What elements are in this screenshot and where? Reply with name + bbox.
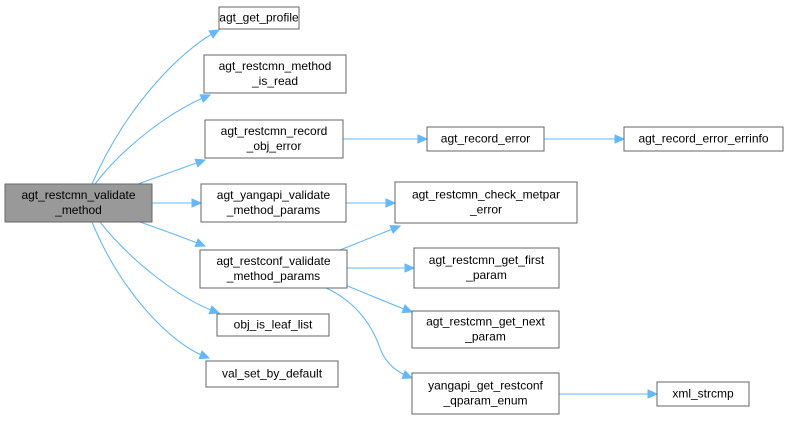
edge-root-to-get-profile [91,29,220,185]
node-label-line: agt_restcmn_get_next [426,315,545,329]
node-box [205,360,339,388]
node-label-line: agt_restcmn_validate [21,188,135,202]
nodes-layer: agt_restcmn_validate_method agt_get_profi… [4,6,784,415]
arrowhead-restconf-validate-to-check-metpar-error [389,225,402,234]
node-label-line: _method [54,203,102,217]
arrowhead-root-to-restconf-validate [194,238,207,247]
edge-root-to-method-is-read [94,94,211,185]
node-label-line: val_set_by_default [222,367,323,381]
node-label-line: _method_params [226,203,320,217]
arrowhead-root-to-method-is-read [199,94,212,104]
arrowhead-root-to-val-set-by-default [198,350,211,360]
edge-root-to-record-obj-error [137,159,206,185]
node-label-line: _qparam_enum [442,394,527,408]
node-label-line: _is_read [251,74,298,88]
node-box [203,54,347,94]
arrowhead-yangapi-validate-to-check-metpar-error [385,198,397,208]
arrowhead-root-to-record-obj-error [194,158,207,168]
node-restconf-validate[interactable]: agt_restconf_validate_method_params [199,249,348,289]
node-label-line: agt_restconf_validate [216,254,330,268]
node-box [4,183,153,223]
node-label-line: _param [464,330,506,344]
edge-restconf-validate-to-get-restconf-qparam-enum [325,287,413,379]
node-box [216,313,330,337]
node-record-obj-error[interactable]: agt_restcmn_record_obj_error [204,119,344,159]
node-get-next-param[interactable]: agt_restcmn_get_next_param [411,310,560,349]
node-label-line: obj_is_leaf_list [234,318,313,332]
arrowhead-restconf-validate-to-get-restconf-qparam-enum [401,370,414,379]
edge-restconf-validate-to-check-metpar-error [339,225,401,251]
node-val-set-by-default[interactable]: val_set_by_default [205,360,339,388]
node-record-error[interactable]: agt_record_error [426,126,545,152]
node-get-restconf-qparam-enum[interactable]: yangapi_get_restconf_qparam_enum [411,372,560,415]
node-get-profile[interactable]: agt_get_profile [218,6,300,30]
node-label-line: _obj_error [246,139,302,153]
node-label-line: agt_restcmn_record [221,124,328,138]
node-label-line: agt_yangapi_validate [217,188,331,202]
node-check-metpar-error[interactable]: agt_restcmn_check_metpar_error [394,181,578,224]
node-get-first-param[interactable]: agt_restcmn_get_first_param [413,247,560,289]
node-label-line: agt_record_error [441,132,530,146]
arrowhead-root-to-obj-is-leaf-list [208,305,221,315]
node-box [426,126,545,152]
arrowhead-root-to-yangapi-validate [191,198,203,208]
node-box [656,381,750,407]
node-method-is-read[interactable]: agt_restcmn_method_is_read [203,54,347,94]
arrowhead-restconf-validate-to-get-first-param [404,263,416,273]
node-label-line: yangapi_get_restconf [428,379,543,393]
node-label-line: _param [465,268,507,282]
node-root[interactable]: agt_restcmn_validate_method [4,183,153,223]
node-label-line: _error [469,203,502,217]
node-box [623,126,784,152]
node-box [413,247,560,289]
node-record-error-errinfo[interactable]: agt_record_error_errinfo [623,126,784,152]
node-label-line: agt_restcmn_check_metpar [412,188,560,202]
node-box [218,6,300,30]
edge-root-to-restconf-validate [139,221,206,247]
node-box [204,119,344,159]
arrowhead-root-to-get-profile [208,29,221,39]
node-obj-is-leaf-list[interactable]: obj_is_leaf_list [216,313,330,337]
node-label-line: xml_strcmp [672,387,734,401]
node-xml-strcmp[interactable]: xml_strcmp [656,381,750,407]
node-label-line: agt_get_profile [219,11,299,25]
edge-root-to-obj-is-leaf-list [99,221,220,314]
node-label-line: agt_restcmn_method [219,59,332,73]
node-label-line: agt_restcmn_get_first [429,253,545,267]
node-box [394,181,578,224]
node-label-line: agt_record_error_errinfo [638,132,768,146]
arrowhead-get-restconf-qparam-enum-to-xml-strcmp [647,389,659,399]
node-yangapi-validate[interactable]: agt_yangapi_validate_method_params [200,183,347,223]
arrowhead-record-obj-error-to-record-error [417,134,429,144]
node-box [411,372,560,415]
arrowhead-record-error-to-record-error-errinfo [614,134,626,144]
node-label-line: _method_params [226,269,320,283]
node-box [199,249,348,289]
node-box [411,310,560,349]
edges-layer [91,29,659,399]
node-box [200,183,347,223]
arrowhead-restconf-validate-to-get-next-param [401,304,414,314]
edge-root-to-val-set-by-default [91,221,210,359]
